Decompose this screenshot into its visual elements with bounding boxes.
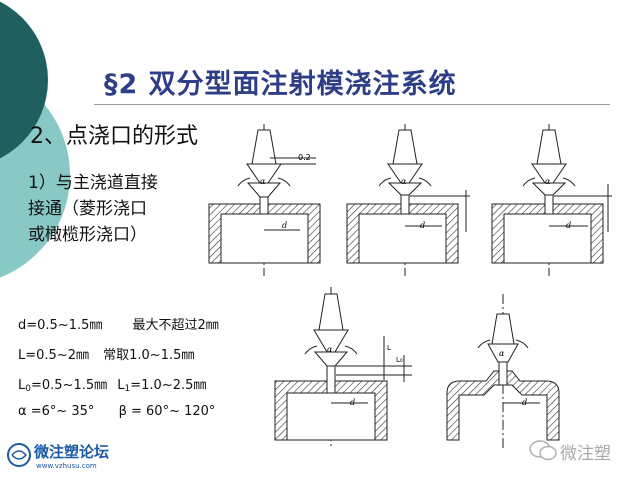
d-label: d [420,221,425,230]
gate-diagram-4 [274,287,412,448]
l0-label: L₀ [396,356,403,364]
title-divider [94,104,610,105]
l-label: L [387,344,391,352]
alpha-label: α [327,345,333,354]
alpha-label: α [499,349,505,358]
forum-watermark: 微注塑论坛 www.vzhusu.com [6,440,116,474]
gap-label: 0.2 [298,153,311,162]
gate-diagram-5 [446,294,560,448]
section-heading: 2、点浇口的形式 [30,124,198,149]
spec-l0-l1: L0=0.5~1.5㎜ L1=1.0~2.5㎜ [18,378,207,394]
description-line: 接通（菱形浇口 [28,199,147,219]
description-line: 1）与主浇道直接 [28,173,158,193]
wechat-watermark: 微注塑 [528,437,628,467]
d-label: d [350,398,355,407]
forum-name: 微注塑论坛 [34,443,110,461]
spec-d: d=0.5~1.5㎜ 最大不超过2㎜ [18,318,219,333]
spec-l: L=0.5~2㎜ 常取1.0~1.5㎜ [18,348,195,363]
description-line: 或橄榄形浇口） [28,225,147,245]
wechat-name: 微注塑 [560,444,611,464]
d-label: d [522,398,527,407]
alpha-label: α [260,177,266,186]
decorative-circles [0,1,70,278]
d-label: d [566,221,571,230]
gate-diagram-1 [208,124,321,276]
forum-url: www.vzhusu.com [36,462,97,470]
gate-diagram-2 [346,124,470,276]
description: 1）与主浇道直接 接通（菱形浇口 或橄榄形浇口） [28,170,208,248]
d-label: d [282,221,287,230]
alpha-label: α [545,177,551,186]
gate-diagram-3 [491,124,612,276]
wechat-icon [529,440,557,461]
spec-angles: α =6°~ 35° β = 60°~ 120° [18,404,216,419]
slide-title: §2 双分型面注射模浇注系统 [104,69,457,100]
alpha-label: α [401,177,407,186]
forum-logo-icon [7,443,31,467]
